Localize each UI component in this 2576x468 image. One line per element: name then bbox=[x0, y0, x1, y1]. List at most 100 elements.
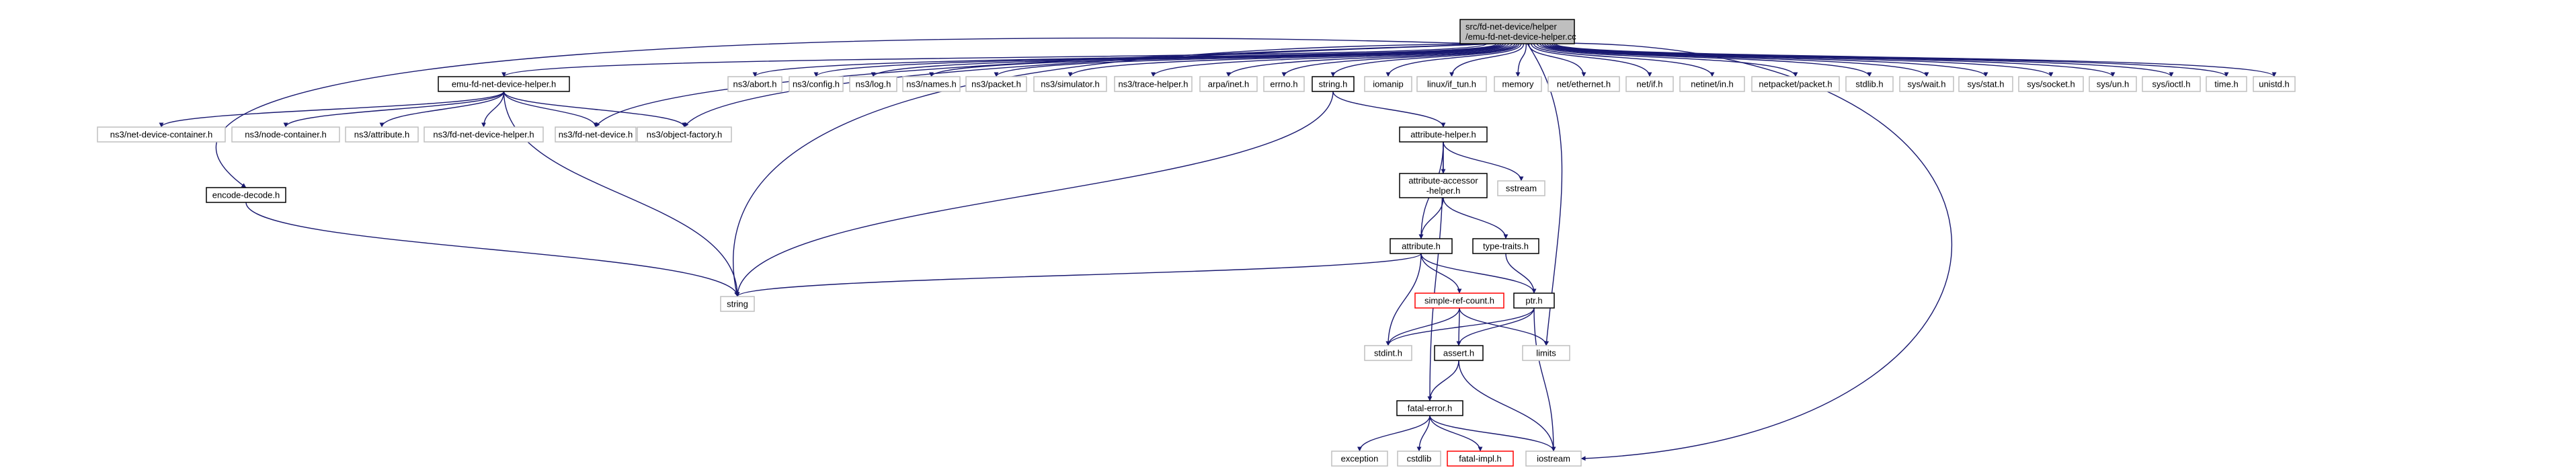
node-label: fatal-impl.h bbox=[1459, 454, 1502, 464]
edge-root-to-sysioctl bbox=[1551, 43, 2174, 77]
edge-fatalerror-to-fatalimpl bbox=[1429, 415, 1483, 452]
edge-emuhelper-to-objfactory bbox=[503, 91, 687, 128]
node-attrhelper[interactable]: attribute-helper.h bbox=[1399, 126, 1488, 143]
node-box bbox=[1399, 173, 1488, 198]
node-syswait: sys/wait.h bbox=[1899, 76, 1954, 92]
edge-root-to-unistd bbox=[1555, 43, 2277, 77]
node-fatalimpl[interactable]: fatal-impl.h bbox=[1447, 451, 1514, 467]
edge-attributeh-to-string bbox=[735, 253, 1422, 297]
node-box bbox=[345, 126, 419, 143]
edge-root-to-tracehelper bbox=[1151, 43, 1513, 77]
node-label: ns3/log.h bbox=[856, 79, 891, 89]
node-label: ns3/attribute.h bbox=[354, 130, 409, 140]
node-label: memory bbox=[1502, 79, 1534, 89]
node-box bbox=[555, 126, 637, 143]
node-netpacket: netpacket/packet.h bbox=[1751, 76, 1840, 92]
edge-asserth-to-fatalerror bbox=[1427, 360, 1459, 401]
edge-root-to-objfactory bbox=[684, 43, 1494, 128]
edge-root-to-stringh bbox=[1330, 43, 1520, 77]
node-unistd: unistd.h bbox=[2253, 76, 2296, 92]
node-encode[interactable]: encode-decode.h bbox=[206, 187, 286, 203]
node-box bbox=[965, 76, 1027, 92]
node-box bbox=[1845, 76, 1894, 92]
node-box bbox=[849, 76, 897, 92]
node-box bbox=[1958, 76, 2013, 92]
node-label: stdlib.h bbox=[1855, 79, 1883, 89]
node-asserth[interactable]: assert.h bbox=[1434, 345, 1484, 361]
node-label: ns3/abort.h bbox=[733, 79, 776, 89]
node-box bbox=[1497, 180, 1545, 196]
edge-emuhelper-to-attr3 bbox=[379, 91, 505, 128]
node-box bbox=[438, 76, 570, 92]
node-label: arpa/inet.h bbox=[1208, 79, 1249, 89]
node-tracehelper: ns3/trace-helper.h bbox=[1114, 76, 1193, 92]
edge-attributeh-to-ptrh bbox=[1420, 253, 1537, 294]
node-label: encode-decode.h bbox=[212, 190, 280, 200]
node-box bbox=[1472, 238, 1539, 254]
node-emuhelper[interactable]: emu-fd-net-device-helper.h bbox=[438, 76, 570, 92]
edge-root-to-stdlibh bbox=[1539, 43, 1872, 77]
node-label: sys/socket.h bbox=[2027, 79, 2075, 89]
node-label: string bbox=[727, 299, 748, 309]
node-netif: net/if.h bbox=[1625, 76, 1674, 92]
edge-root-to-arpainet bbox=[1226, 43, 1516, 77]
edge-root-to-sysun bbox=[1549, 43, 2116, 77]
edge-stringh-to-attrhelper bbox=[1332, 91, 1446, 128]
node-arpainet: arpa/inet.h bbox=[1199, 76, 1258, 92]
node-stdlibh: stdlib.h bbox=[1845, 76, 1894, 92]
node-label: ns3/trace-helper.h bbox=[1118, 79, 1188, 89]
node-box bbox=[727, 76, 782, 92]
node-nodecont: ns3/node-container.h bbox=[231, 126, 340, 143]
edge-fatalerror-to-iostream bbox=[1429, 415, 1556, 452]
edge-root-to-errno bbox=[1281, 43, 1518, 77]
node-label: ns3/names.h bbox=[906, 79, 956, 89]
node-label: emu-fd-net-device-helper.h bbox=[452, 79, 556, 89]
node-netinetin: netinet/in.h bbox=[1679, 76, 1745, 92]
node-abort: ns3/abort.h bbox=[727, 76, 782, 92]
node-box bbox=[1114, 76, 1193, 92]
node-fdnetdev: ns3/fd-net-device.h bbox=[555, 126, 637, 143]
node-fatalerror[interactable]: fatal-error.h bbox=[1396, 400, 1463, 416]
node-label: ns3/simulator.h bbox=[1041, 79, 1099, 89]
edge-root-to-iomanip bbox=[1385, 43, 1522, 77]
node-simplerc[interactable]: simple-ref-count.h bbox=[1414, 292, 1504, 309]
node-label: sstream bbox=[1506, 184, 1537, 194]
node-box bbox=[789, 76, 844, 92]
node-box bbox=[1414, 292, 1504, 309]
edge-encode-to-string bbox=[245, 202, 740, 297]
node-stringh[interactable]: string.h bbox=[1312, 76, 1355, 92]
node-box bbox=[1396, 400, 1463, 416]
node-label: ns3/object-factory.h bbox=[647, 130, 722, 140]
node-box bbox=[2142, 76, 2201, 92]
node-box bbox=[1390, 238, 1453, 254]
node-label: attribute-helper.h bbox=[1410, 130, 1476, 140]
node-exception: exception bbox=[1331, 451, 1388, 467]
node-sysstat: sys/stat.h bbox=[1958, 76, 2013, 92]
node-box bbox=[1525, 451, 1582, 467]
node-errno: errno.h bbox=[1263, 76, 1305, 92]
edge-root-to-syssocket bbox=[1546, 43, 2054, 77]
node-label: ns3/node-container.h bbox=[245, 130, 326, 140]
node-root[interactable]: src/fd-net-device/helper/emu-fd-net-devi… bbox=[1459, 19, 1576, 44]
node-label: net/if.h bbox=[1636, 79, 1662, 89]
node-label: exception bbox=[1341, 454, 1379, 464]
node-ethernet: net/ethernet.h bbox=[1547, 76, 1620, 92]
node-ptrh[interactable]: ptr.h bbox=[1513, 292, 1555, 309]
node-accessor[interactable]: attribute-accessor-helper.h bbox=[1399, 173, 1488, 198]
node-attributeh[interactable]: attribute.h bbox=[1390, 238, 1453, 254]
node-typetraits[interactable]: type-traits.h bbox=[1472, 238, 1539, 254]
edge-root-to-simulator bbox=[1068, 43, 1510, 77]
node-label: type-traits.h bbox=[1483, 241, 1529, 251]
node-box bbox=[1547, 76, 1620, 92]
edge-attributeh-to-simplerc bbox=[1420, 253, 1462, 294]
node-label: errno.h bbox=[1270, 79, 1297, 89]
node-label: src/fd-net-device/helper bbox=[1465, 22, 1558, 32]
node-box bbox=[1522, 345, 1570, 361]
edge-fatalerror-to-exception bbox=[1357, 415, 1431, 452]
node-box bbox=[1625, 76, 1674, 92]
edges-layer bbox=[159, 37, 2277, 461]
node-label: cstdlib bbox=[1407, 454, 1432, 464]
node-sysun: sys/un.h bbox=[2089, 76, 2137, 92]
edge-accessor-to-typetraits bbox=[1443, 197, 1508, 239]
